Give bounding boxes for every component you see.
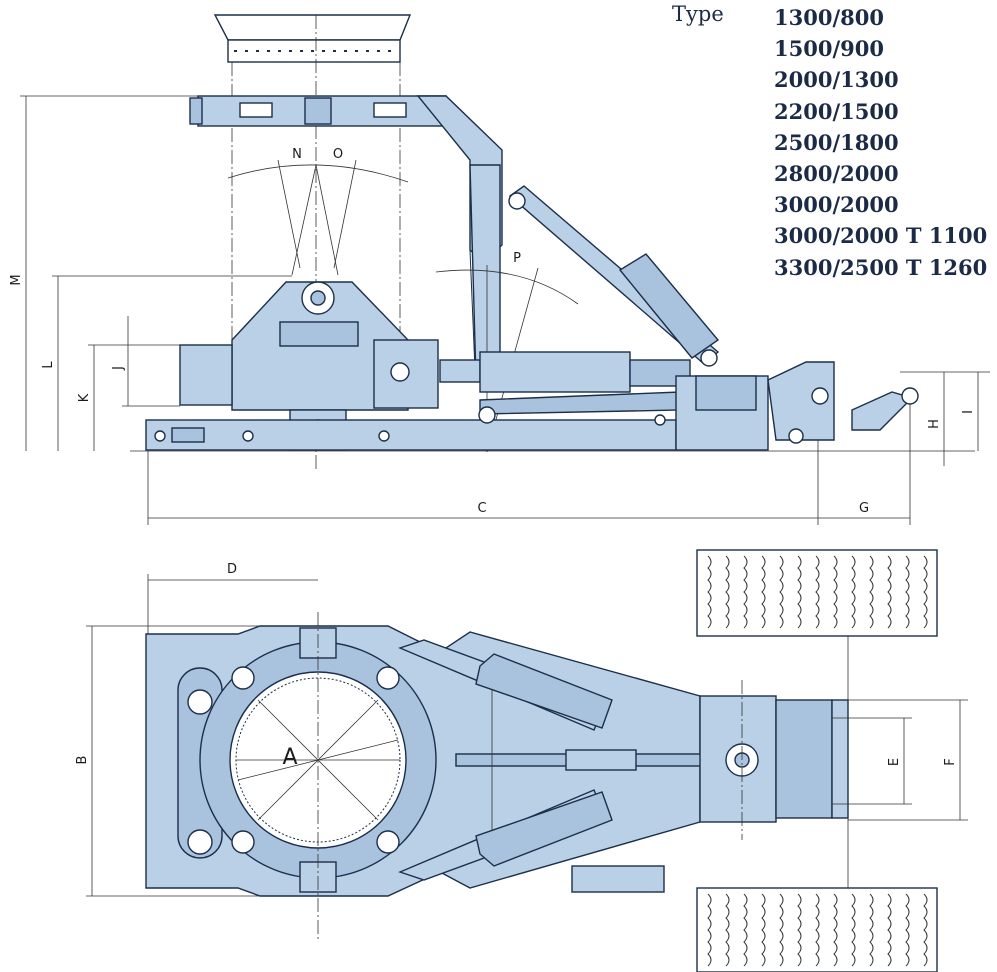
swing-line-n xyxy=(291,164,317,276)
dim-label-p: P xyxy=(513,251,521,266)
frame-bolt xyxy=(242,430,254,442)
swing-limit-o xyxy=(333,159,357,269)
track-tread-top xyxy=(707,555,928,629)
side-arm-pin-bottom xyxy=(187,829,213,855)
dim-label-l: L xyxy=(41,361,56,369)
side-elevation xyxy=(130,14,975,470)
main-cylinder-rod xyxy=(439,359,481,383)
dim-label-i: I xyxy=(961,410,976,414)
plan-dimensions: D B A E F xyxy=(75,562,968,897)
plan-cylinder-lower-body xyxy=(475,791,613,867)
dim-line-a xyxy=(237,739,399,781)
plan-rear-plate xyxy=(831,699,849,819)
frame-bracket xyxy=(171,427,205,443)
model-item: 2200/1500 xyxy=(774,98,899,124)
dim-label-a: A xyxy=(282,745,297,770)
top-arm-end xyxy=(189,97,203,125)
hopper-top xyxy=(213,14,412,41)
crusher-plate xyxy=(279,321,359,347)
rear-tilt-plate xyxy=(767,361,835,441)
frame-bolt xyxy=(154,430,166,442)
rear-wheel xyxy=(788,428,804,444)
swing-limit-n xyxy=(277,159,301,269)
model-item: 1300/800 xyxy=(774,5,884,30)
drawbar-eye xyxy=(901,387,919,405)
model-item: 2800/2000 xyxy=(774,161,899,187)
model-item: 3000/2000 xyxy=(774,192,899,218)
boom-cylinder-body xyxy=(618,253,720,359)
frame-bolt xyxy=(654,414,666,426)
left-drive-block xyxy=(179,344,233,406)
dim-label-h: H xyxy=(927,419,942,429)
ring-bolt xyxy=(376,830,400,854)
swing-line-o xyxy=(315,164,339,276)
dim-label-k: K xyxy=(77,393,92,402)
ring-bolt xyxy=(376,666,400,690)
dim-label-b: B xyxy=(75,756,90,765)
plan-center-cylinder-body xyxy=(565,749,637,771)
plan-view xyxy=(145,549,938,972)
swing-arc-no xyxy=(227,164,409,183)
dim-label-d: D xyxy=(227,562,237,577)
dim-label-j: J xyxy=(111,366,126,371)
base-frame xyxy=(145,419,677,451)
dim-label-m: M xyxy=(9,274,24,285)
rear-carriage-block xyxy=(695,375,757,411)
boom-post-body xyxy=(469,164,501,381)
dim-label-f: F xyxy=(943,758,958,765)
dim-label-n: N xyxy=(292,147,302,162)
rear-pin xyxy=(811,387,829,405)
model-item: 1500/900 xyxy=(774,36,884,62)
model-item: 3000/2000 T 1100 xyxy=(774,223,988,249)
frame-bolt xyxy=(378,430,390,442)
side-dimensions: M L K J N O P C G H I xyxy=(9,95,990,525)
top-arm-slot-2 xyxy=(373,102,407,118)
plan-counterweight xyxy=(571,865,665,893)
side-arm-pin-top xyxy=(187,689,213,715)
model-list: 1300/800 1500/900 2000/1300 2200/1500 25… xyxy=(774,2,987,283)
dim-label-e: E xyxy=(887,758,902,766)
track-tread-bottom xyxy=(707,893,928,967)
crusher-pivot-core xyxy=(310,290,326,306)
lower-cylinder xyxy=(479,391,681,415)
type-label: Type xyxy=(672,2,724,26)
main-cylinder-body xyxy=(479,351,631,393)
dim-label-c: C xyxy=(477,501,486,516)
plan-cylinder-upper-body xyxy=(475,653,613,729)
model-item: 2500/1800 xyxy=(774,129,899,155)
dim-label-o: O xyxy=(333,147,343,162)
swing-arc-p xyxy=(435,269,579,305)
crawler-track-bottom xyxy=(696,887,938,972)
ring-bolt xyxy=(231,830,255,854)
model-item: 3300/2500 T 1260 xyxy=(774,254,988,280)
boom-base-pin xyxy=(478,406,496,424)
plan-rear-frame xyxy=(775,699,833,819)
model-item: 2000/1300 xyxy=(774,67,899,93)
dim-label-g: G xyxy=(859,501,869,516)
right-drive-pin xyxy=(390,362,410,382)
ring-bolt xyxy=(231,666,255,690)
boom-cylinder-pin-bottom xyxy=(700,349,718,367)
rear-drawbar xyxy=(851,391,914,431)
top-arm-slot-1 xyxy=(239,102,273,118)
boom-cylinder-pin-top xyxy=(508,192,526,210)
top-arm-joint xyxy=(304,97,332,125)
